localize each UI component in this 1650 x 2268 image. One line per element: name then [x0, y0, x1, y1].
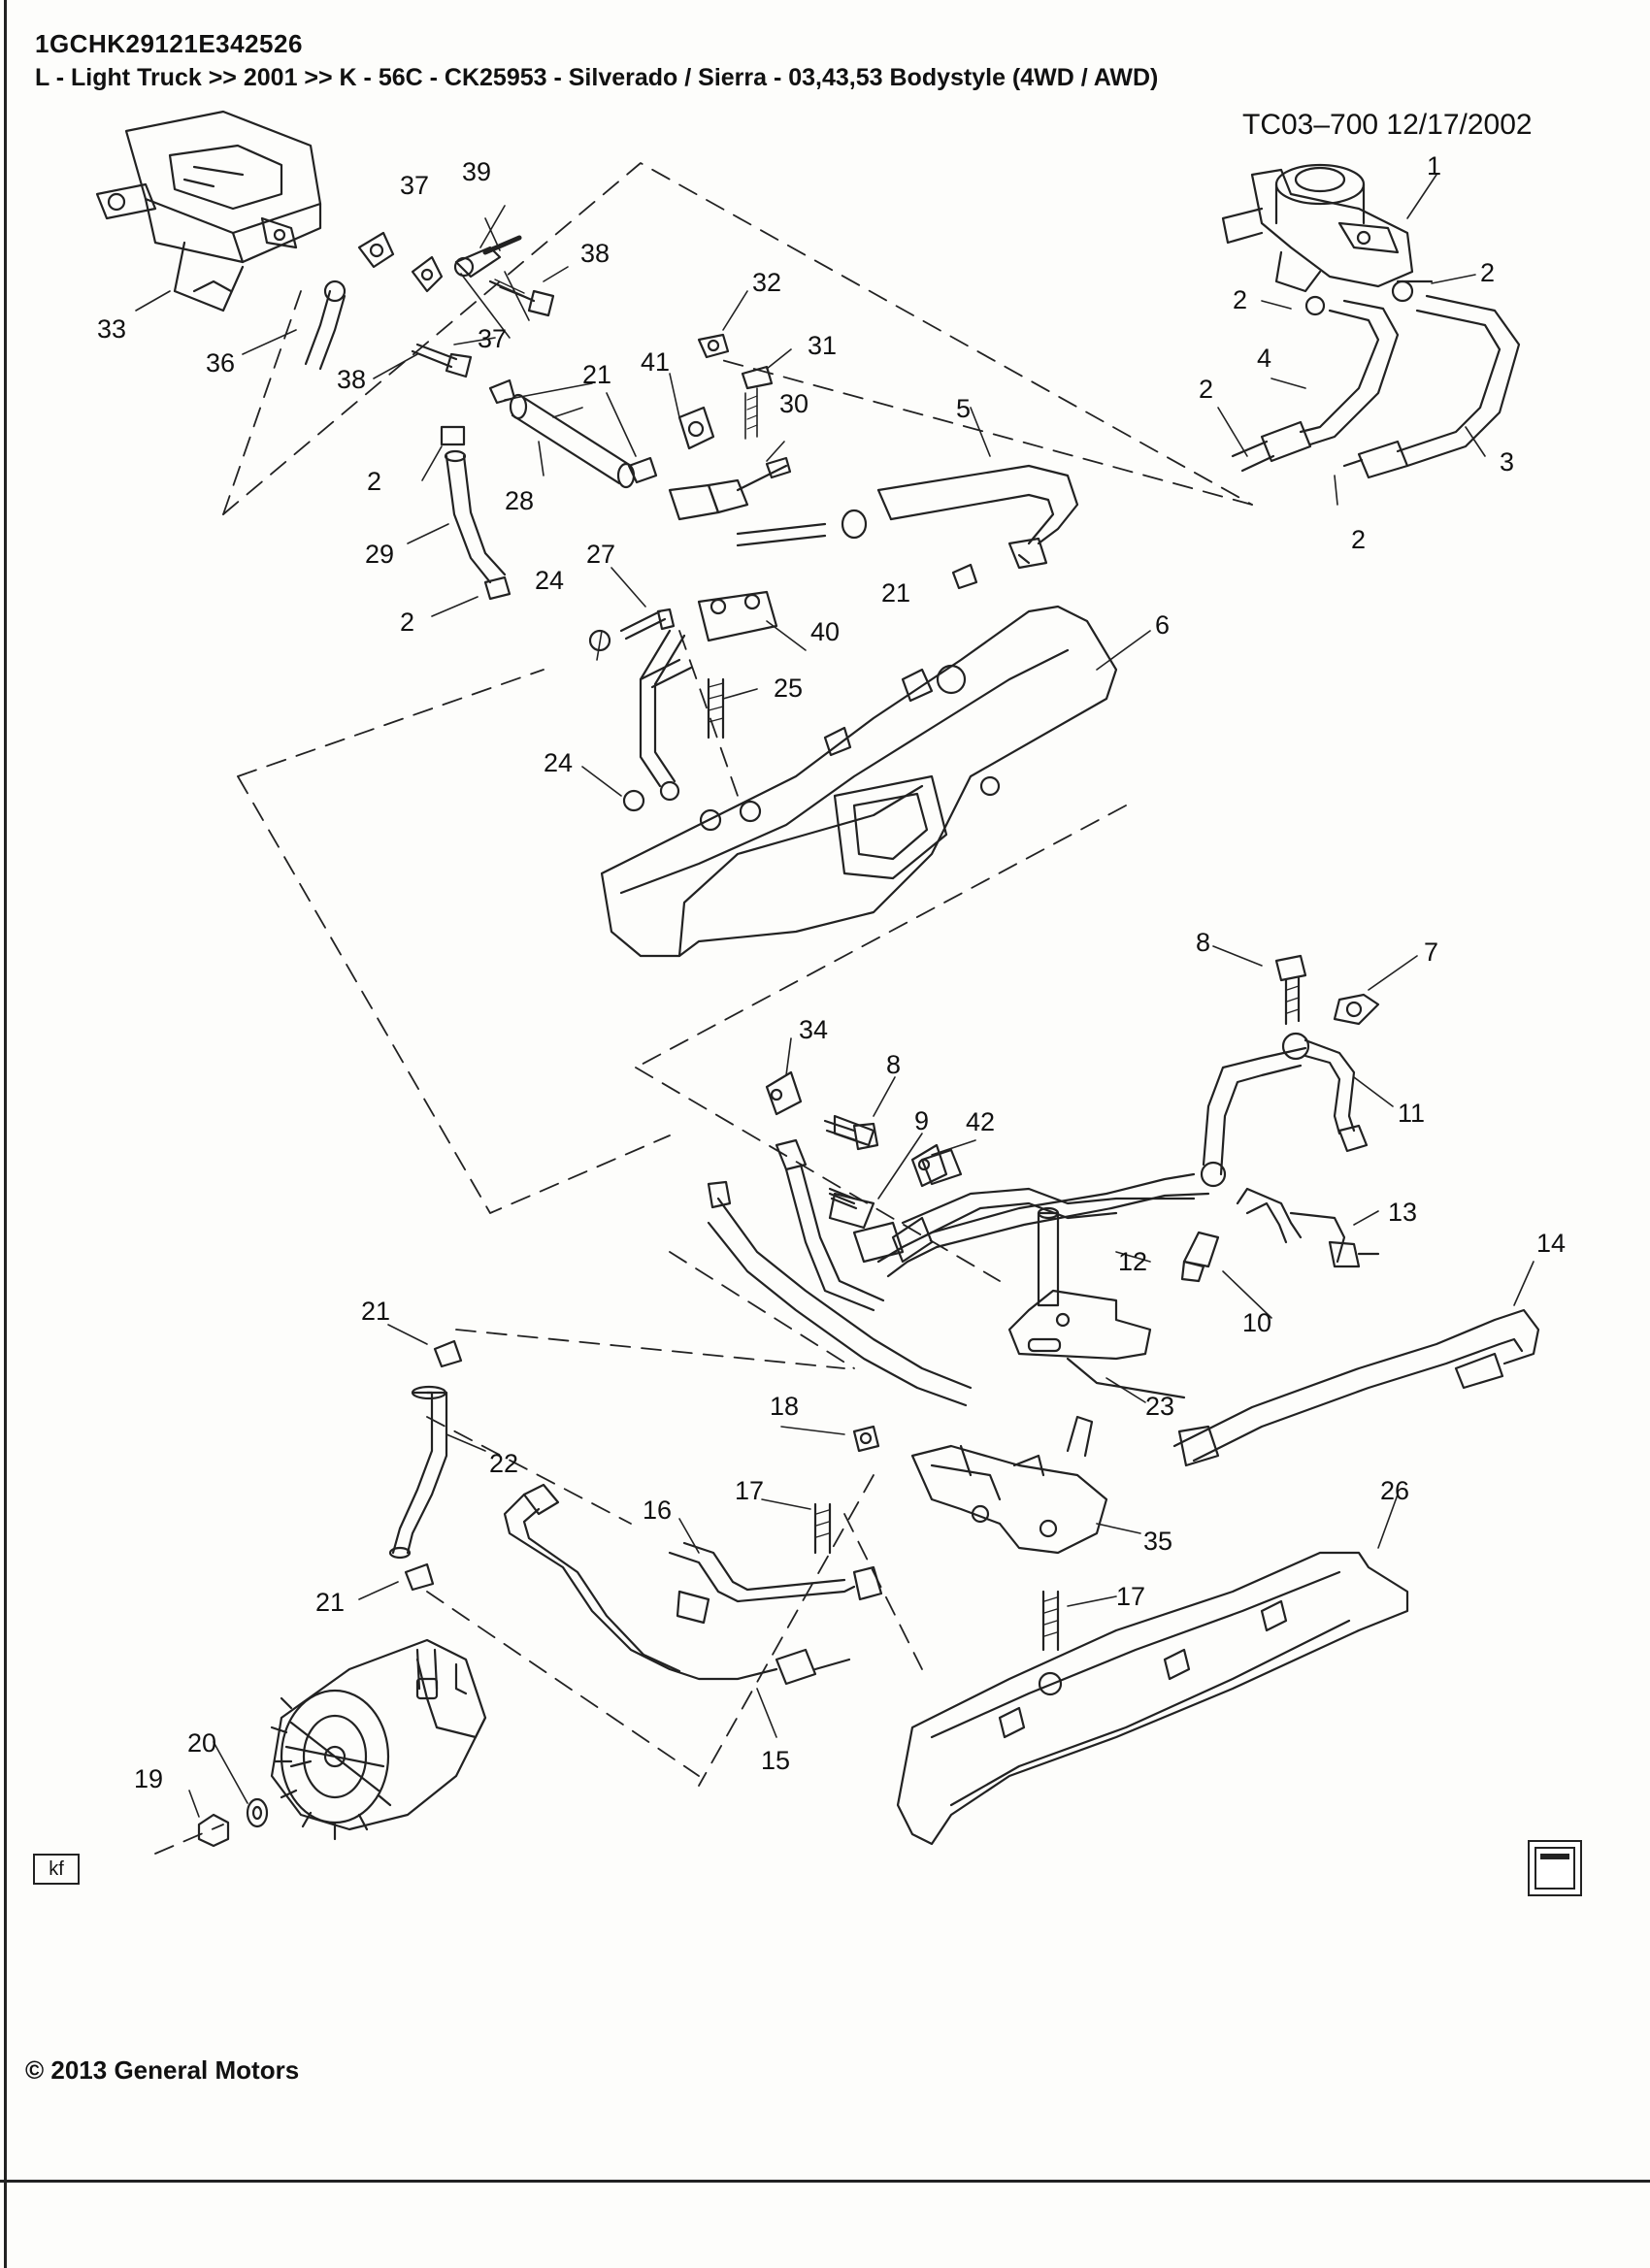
- callout-24: 24: [544, 748, 573, 777]
- vehicle-breadcrumb: L - Light Truck >> 2001 >> K - 56C - CK2…: [35, 64, 1159, 91]
- callout-8: 8: [1196, 928, 1210, 957]
- callout-17: 17: [735, 1476, 764, 1505]
- callout-37: 37: [400, 171, 429, 200]
- callout-16: 16: [643, 1496, 672, 1525]
- illustration-code: TC03–700 12/17/2002: [1242, 109, 1533, 141]
- callout-28: 28: [505, 486, 534, 515]
- callout-labels: 1 2 2 2 2 2 2 3 4 5 6 7 8 8 9 10 11 12 1…: [97, 151, 1566, 1793]
- callout-21: 21: [582, 360, 611, 389]
- callout-leader-lines: [135, 174, 1534, 1818]
- callout-3: 3: [1500, 447, 1514, 477]
- callout-38: 38: [337, 365, 366, 394]
- callout-42: 42: [966, 1107, 995, 1136]
- part-10-sensor: [1180, 1231, 1220, 1283]
- callout-33: 33: [97, 314, 126, 344]
- part-29-hose: [440, 425, 512, 601]
- callout-15: 15: [761, 1746, 790, 1775]
- callout-27: 27: [586, 540, 615, 569]
- part-35-valve-block: [813, 1415, 1108, 1696]
- part-3-4-hoses: [1231, 294, 1521, 479]
- callout-2: 2: [1233, 285, 1247, 314]
- callout-26: 26: [1380, 1476, 1409, 1505]
- part-6-exhaust-manifold: [600, 605, 1118, 958]
- callout-9: 9: [914, 1106, 929, 1135]
- callout-38: 38: [580, 239, 610, 268]
- callout-10: 10: [1242, 1308, 1271, 1337]
- callout-39: 39: [462, 157, 491, 186]
- part-21-clamps: [404, 563, 978, 1592]
- part-13-pipe: [1236, 1187, 1380, 1268]
- callout-2: 2: [1351, 525, 1366, 554]
- callout-7: 7: [1424, 937, 1438, 967]
- callout-2: 2: [367, 467, 381, 496]
- callout-11: 11: [1398, 1099, 1425, 1128]
- callout-31: 31: [808, 331, 837, 360]
- part-24-25-27-40-fasteners: [588, 590, 778, 812]
- part-5-hose: [736, 464, 1079, 570]
- vin-number: 1GCHK29121E342526: [35, 29, 303, 58]
- callout-6: 6: [1155, 610, 1170, 640]
- callout-18: 18: [770, 1392, 799, 1421]
- callout-25: 25: [774, 674, 803, 703]
- part-19-20-nut-washer: [197, 1797, 269, 1848]
- callout-2: 2: [400, 608, 414, 637]
- callout-2: 2: [1199, 375, 1213, 404]
- callout-12: 12: [1118, 1247, 1147, 1276]
- callout-23: 23: [1145, 1392, 1174, 1421]
- callout-32: 32: [752, 268, 781, 297]
- part-15-16-pipes: [503, 1483, 883, 1686]
- page-left-edge: [4, 0, 7, 2268]
- callout-19: 19: [134, 1764, 163, 1793]
- callout-41: 41: [641, 347, 670, 377]
- callout-37: 37: [478, 324, 507, 353]
- part-36-pipe: [304, 279, 346, 371]
- part-14-pipe: [1172, 1308, 1540, 1467]
- part-26-heat-shield: [896, 1551, 1409, 1846]
- part-33-module-bracket: [95, 110, 322, 312]
- air-pump: [270, 1638, 487, 1841]
- part-34-42-flanges: [765, 1070, 948, 1210]
- callout-22: 22: [489, 1449, 518, 1478]
- callout-17: 17: [1116, 1582, 1145, 1611]
- part-37-38-39-fasteners: [357, 231, 555, 378]
- callout-21: 21: [361, 1297, 390, 1326]
- callout-29: 29: [365, 540, 394, 569]
- part-12-23-sensor-bracket: [1007, 1206, 1186, 1399]
- callout-1: 1: [1427, 151, 1441, 181]
- callout-5: 5: [956, 394, 971, 423]
- callout-14: 14: [1536, 1229, 1566, 1258]
- part-22-hose: [388, 1385, 448, 1560]
- callout-40: 40: [810, 617, 840, 646]
- part-30-31-32-41-fitting: [668, 333, 792, 521]
- callout-34: 34: [799, 1015, 828, 1044]
- gm-spo-logo-icon: [1528, 1840, 1582, 1896]
- callout-30: 30: [779, 389, 808, 418]
- callout-35: 35: [1143, 1527, 1172, 1556]
- part-7-8-11-pipe: [876, 954, 1380, 1278]
- callout-4: 4: [1257, 344, 1271, 373]
- part-1-valve-assembly: [1221, 163, 1434, 316]
- callout-24: 24: [535, 566, 564, 595]
- callout-13: 13: [1388, 1198, 1417, 1227]
- kf-label-box: kf: [33, 1854, 80, 1885]
- callout-21: 21: [315, 1588, 345, 1617]
- copyright-notice: © 2013 General Motors: [25, 2055, 300, 2085]
- callout-20: 20: [187, 1728, 216, 1758]
- part-28-hose: [488, 378, 658, 489]
- callout-8: 8: [886, 1050, 901, 1079]
- callout-21: 21: [881, 578, 910, 608]
- callout-36: 36: [206, 348, 235, 378]
- page-bottom-edge: [0, 2180, 1650, 2183]
- callout-2: 2: [1480, 258, 1495, 287]
